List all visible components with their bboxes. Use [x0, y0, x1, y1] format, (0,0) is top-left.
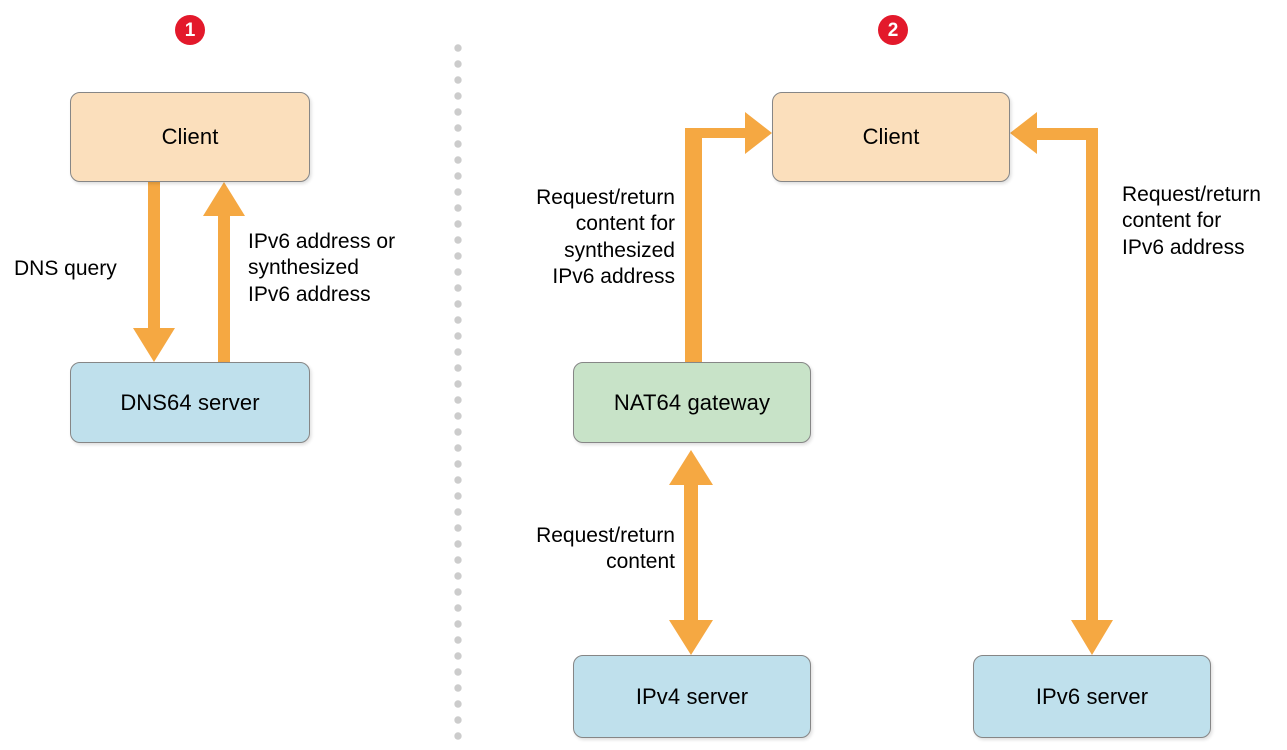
node-client-1[interactable]: Client	[70, 92, 310, 182]
arrow-dns-query	[133, 182, 175, 362]
node-dns64-server[interactable]: DNS64 server	[70, 362, 310, 443]
edge-label-client-ipv6: Request/return content for IPv6 address	[1122, 183, 1261, 259]
node-label: DNS64 server	[120, 389, 260, 415]
edge-label-client-nat64: Request/return content for synthesized I…	[536, 186, 675, 289]
node-ipv6-server[interactable]: IPv6 server	[973, 655, 1211, 738]
edge-label-dns-response: IPv6 address or synthesized IPv6 address	[248, 230, 396, 306]
arrow-client-nat64	[670, 112, 772, 443]
step-badge-number: 2	[887, 19, 899, 41]
step-badge-1: 1	[175, 15, 205, 45]
vertical-dotted-divider	[454, 44, 462, 740]
node-label: IPv6 server	[1035, 683, 1149, 709]
step-badge-number: 1	[184, 19, 196, 41]
arrow-client-ipv6	[1010, 112, 1113, 655]
node-label: Client	[161, 124, 219, 149]
node-label: Client	[862, 124, 920, 149]
node-ipv4-server[interactable]: IPv4 server	[573, 655, 811, 738]
node-label: IPv4 server	[635, 683, 749, 709]
step-badge-2: 2	[878, 15, 908, 45]
arrow-nat64-ipv4	[669, 450, 713, 655]
arrow-dns-response	[203, 182, 245, 362]
node-label: NAT64 gateway	[613, 389, 771, 415]
edge-label-dns-query: DNS query	[14, 257, 117, 280]
edge-label-nat64-ipv4: Request/return content	[536, 524, 675, 574]
node-client-2[interactable]: Client	[772, 92, 1010, 182]
node-nat64-gateway[interactable]: NAT64 gateway	[573, 362, 811, 443]
